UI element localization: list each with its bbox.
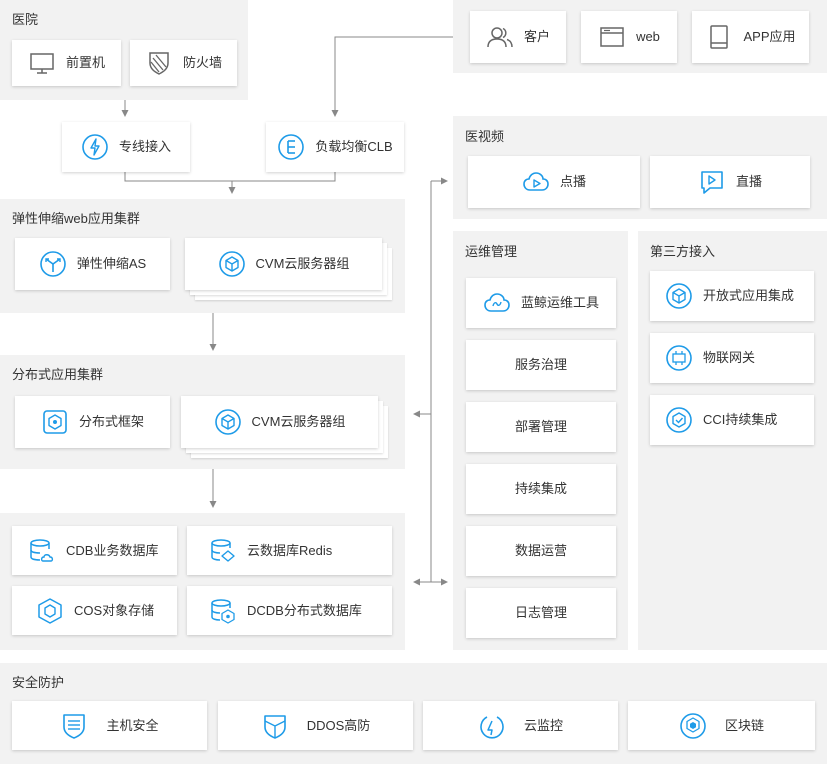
distributed-title: 分布式应用集群 bbox=[12, 367, 104, 382]
framework-icon bbox=[41, 408, 69, 436]
app-label: APP应用 bbox=[743, 29, 796, 44]
cdb-icon bbox=[28, 537, 56, 565]
front-server-card[interactable]: 前置机 bbox=[12, 40, 121, 86]
cci-icon bbox=[665, 406, 693, 434]
firewall-label: 防火墙 bbox=[182, 55, 222, 70]
dedicated-line-icon bbox=[81, 133, 109, 161]
firewall-card[interactable]: 防火墙 bbox=[130, 40, 237, 86]
cvm-group-label-1: CVM云服务器组 bbox=[255, 256, 350, 271]
ddos-icon bbox=[261, 712, 289, 740]
open-app-card[interactable]: 开放式应用集成 bbox=[650, 271, 814, 321]
cvm-group-card-1[interactable]: CVM云服务器组 bbox=[185, 238, 382, 290]
shield-icon bbox=[145, 49, 173, 77]
cos-icon bbox=[36, 597, 64, 625]
monitor-icon bbox=[28, 49, 56, 77]
live-play-icon bbox=[698, 168, 726, 196]
web-card[interactable]: web bbox=[581, 11, 677, 63]
third-party-title: 第三方接入 bbox=[650, 244, 716, 259]
log-mgmt-card[interactable]: 日志管理 bbox=[466, 588, 616, 638]
auto-scaling-icon bbox=[39, 250, 67, 278]
cvm-icon bbox=[214, 408, 242, 436]
cvm-icon bbox=[218, 250, 246, 278]
vod-card[interactable]: 点播 bbox=[468, 156, 640, 208]
service-gov-card[interactable]: 服务治理 bbox=[466, 340, 616, 390]
clb-label: 负载均衡CLB bbox=[315, 139, 393, 154]
deploy-card[interactable]: 部署管理 bbox=[466, 402, 616, 452]
cloud-monitor-card[interactable]: 云监控 bbox=[423, 701, 618, 750]
tablet-icon bbox=[705, 23, 733, 51]
cvm-group-label-2: CVM云服务器组 bbox=[251, 414, 346, 429]
cvm-group-card-2[interactable]: CVM云服务器组 bbox=[181, 396, 378, 448]
cci-card[interactable]: CCI持续集成 bbox=[650, 395, 814, 445]
deploy-label: 部署管理 bbox=[514, 419, 567, 434]
iot-gateway-icon bbox=[665, 344, 693, 372]
customer-label: 客户 bbox=[523, 29, 550, 44]
blockchain-label: 区块链 bbox=[724, 717, 764, 733]
data-ops-card[interactable]: 数据运营 bbox=[466, 526, 616, 576]
open-app-label: 开放式应用集成 bbox=[703, 288, 795, 303]
browser-icon bbox=[598, 23, 626, 51]
cos-label: COS对象存储 bbox=[74, 602, 155, 618]
security-title: 安全防护 bbox=[12, 675, 65, 690]
cloud-monitor-label: 云监控 bbox=[523, 717, 563, 733]
host-security-card[interactable]: 主机安全 bbox=[12, 701, 207, 750]
cdb-label: CDB业务数据库 bbox=[66, 542, 159, 558]
service-gov-label: 服务治理 bbox=[514, 357, 567, 372]
auto-scaling-label: 弹性伸缩AS bbox=[76, 256, 147, 271]
dedicated-line-card[interactable]: 专线接入 bbox=[62, 122, 190, 172]
log-mgmt-label: 日志管理 bbox=[514, 605, 567, 620]
bluking-label: 蓝鲸运维工具 bbox=[520, 295, 599, 310]
iot-gateway-label: 物联网关 bbox=[703, 350, 756, 365]
app-card[interactable]: APP应用 bbox=[692, 11, 809, 63]
cos-card[interactable]: COS对象存储 bbox=[12, 586, 177, 635]
ddos-card[interactable]: DDOS高防 bbox=[218, 701, 413, 750]
hospital-title: 医院 bbox=[12, 12, 39, 27]
blockchain-icon bbox=[679, 712, 707, 740]
bluking-icon bbox=[483, 289, 511, 317]
live-label: 直播 bbox=[735, 174, 762, 189]
live-card[interactable]: 直播 bbox=[650, 156, 810, 208]
framework-card[interactable]: 分布式框架 bbox=[15, 396, 170, 448]
cci-label: CCI持续集成 bbox=[703, 412, 778, 427]
load-balancer-icon bbox=[277, 133, 305, 161]
ci-label: 持续集成 bbox=[514, 481, 567, 496]
ddos-label: DDOS高防 bbox=[306, 717, 371, 733]
cloud-monitor-icon bbox=[478, 712, 506, 740]
customer-card[interactable]: 客户 bbox=[470, 11, 566, 63]
dedicated-line-label: 专线接入 bbox=[118, 139, 171, 154]
vod-label: 点播 bbox=[559, 174, 586, 189]
iot-gateway-card[interactable]: 物联网关 bbox=[650, 333, 814, 383]
host-security-label: 主机安全 bbox=[106, 717, 159, 733]
clb-card[interactable]: 负载均衡CLB bbox=[266, 122, 404, 172]
dcdb-label: DCDB分布式数据库 bbox=[247, 602, 362, 618]
auto-scaling-card[interactable]: 弹性伸缩AS bbox=[15, 238, 170, 290]
ci-card[interactable]: 持续集成 bbox=[466, 464, 616, 514]
redis-label: 云数据库Redis bbox=[247, 542, 333, 558]
dcdb-icon bbox=[209, 597, 237, 625]
open-app-icon bbox=[665, 282, 693, 310]
dcdb-card[interactable]: DCDB分布式数据库 bbox=[187, 586, 392, 635]
elastic-title: 弹性伸缩web应用集群 bbox=[12, 211, 140, 226]
ops-title: 运维管理 bbox=[465, 244, 518, 259]
host-security-icon bbox=[60, 712, 88, 740]
blockchain-card[interactable]: 区块链 bbox=[628, 701, 815, 750]
cdb-card[interactable]: CDB业务数据库 bbox=[12, 526, 177, 575]
redis-card[interactable]: 云数据库Redis bbox=[187, 526, 392, 575]
web-label: web bbox=[636, 29, 660, 44]
framework-label: 分布式框架 bbox=[78, 414, 144, 429]
front-server-label: 前置机 bbox=[65, 55, 105, 70]
redis-icon bbox=[209, 537, 237, 565]
cloud-play-icon bbox=[522, 168, 550, 196]
video-title: 医视频 bbox=[465, 129, 505, 144]
users-icon bbox=[486, 23, 514, 51]
data-ops-label: 数据运营 bbox=[514, 543, 567, 558]
bluking-card[interactable]: 蓝鲸运维工具 bbox=[466, 278, 616, 328]
